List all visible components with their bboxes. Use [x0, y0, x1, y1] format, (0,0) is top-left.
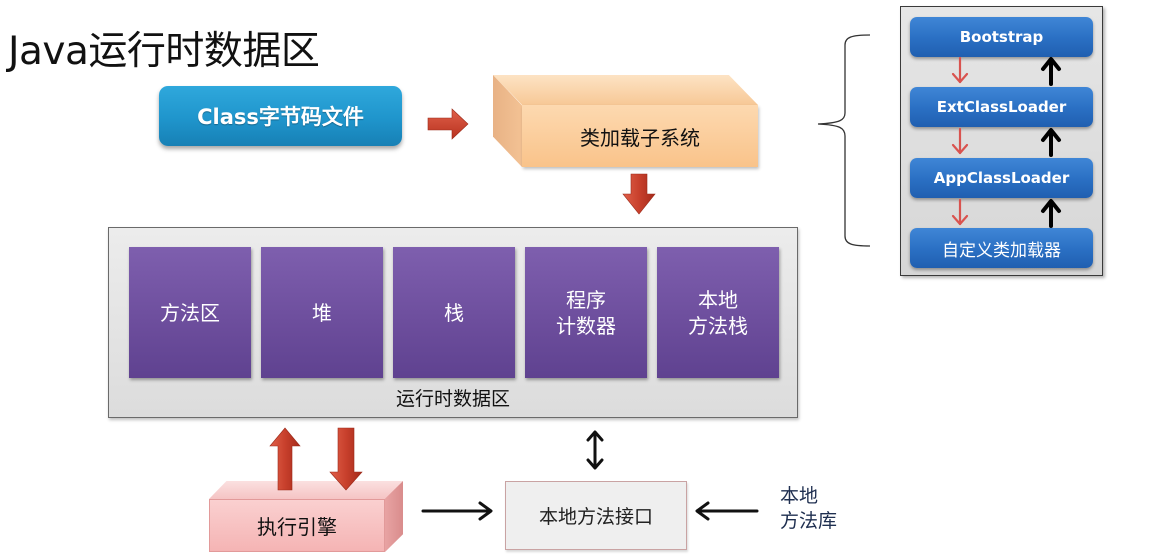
loader-custom: 自定义类加载器 [910, 228, 1093, 268]
native-method-library-label: 本地 方法库 [780, 485, 838, 532]
class-loader-subsystem-label: 类加载子系统 [580, 125, 700, 150]
native-method-interface-label: 本地方法接口 [538, 506, 653, 528]
execution-engine-box: 执行引擎 [209, 481, 403, 552]
native-method-interface-box: 本地方法接口 [505, 481, 687, 550]
arrow-left-icon [695, 501, 759, 521]
region-heap: 堆 [261, 247, 383, 378]
class-file-box: Class字节码文件 [159, 86, 402, 146]
double-arrow-icon [586, 430, 604, 470]
box-top-face [493, 75, 758, 105]
box-front-face: 类加载子系统 [522, 105, 758, 167]
region-stack: 栈 [393, 247, 515, 378]
box-front-face: 执行引擎 [209, 499, 385, 552]
class-file-label: Class字节码文件 [197, 105, 364, 129]
region-method-area: 方法区 [129, 247, 251, 378]
box-top-face [209, 481, 403, 499]
page-title: Java运行时数据区 [8, 29, 320, 74]
curly-brace-icon [817, 34, 871, 247]
loader-ext: ExtClassLoader [910, 87, 1093, 127]
loader-app: AppClassLoader [910, 158, 1093, 198]
runtime-data-area: 方法区 堆 栈 程序 计数器 本地 方法栈 运行时数据区 [108, 227, 798, 418]
class-loader-subsystem-box: 类加载子系统 [493, 75, 758, 167]
arrow-down-icon [622, 173, 656, 215]
runtime-data-area-label: 运行时数据区 [395, 388, 510, 410]
arrow-right-icon [421, 501, 493, 521]
region-native-method-stack: 本地 方法栈 [657, 247, 779, 378]
class-loader-panel: Bootstrap ExtClassLoader AppClassLoader … [900, 6, 1103, 276]
box-side-face [385, 481, 403, 552]
loader-bootstrap: Bootstrap [910, 17, 1093, 57]
region-program-counter: 程序 计数器 [525, 247, 647, 378]
arrow-right-icon [427, 108, 469, 140]
execution-engine-label: 执行引擎 [257, 515, 337, 539]
